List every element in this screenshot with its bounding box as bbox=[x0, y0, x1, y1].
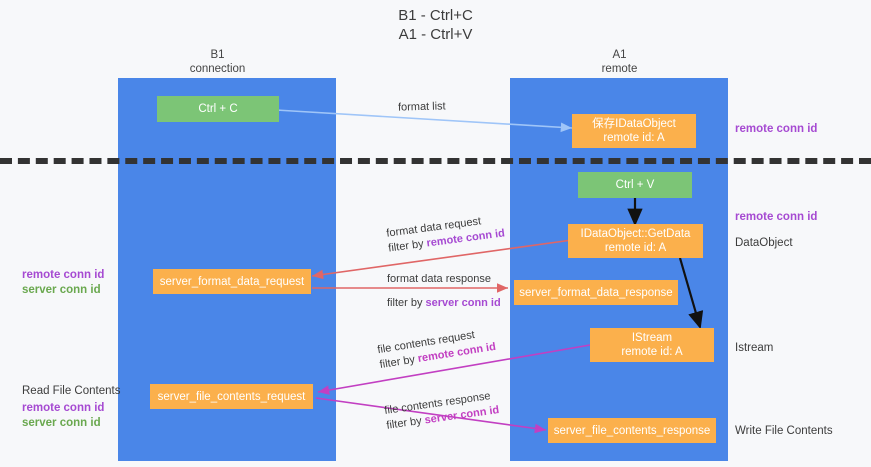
left-label-conn-ids-2: remote conn id server conn id bbox=[22, 401, 104, 431]
edge-label-format-list-text: format list bbox=[397, 100, 446, 114]
node-server-file-contents-response[interactable]: server_file_contents_response bbox=[548, 418, 716, 443]
left-label-remote-conn-id-2: remote conn id bbox=[22, 402, 105, 414]
left-label-conn-ids-1: remote conn id server conn id bbox=[22, 268, 104, 298]
left-label-server-conn-id-1: server conn id bbox=[22, 284, 101, 296]
lane-header-a1-sub: remote bbox=[601, 63, 638, 75]
title-line-2: A1 - Ctrl+V bbox=[398, 26, 473, 43]
edge-label-format-data-response-line2: filter by server conn id bbox=[387, 296, 501, 311]
node-server-format-data-response[interactable]: server_format_data_response bbox=[514, 280, 678, 305]
left-label-remote-conn-id-1: remote conn id bbox=[22, 269, 105, 281]
node-idataobject-getdata[interactable]: IDataObject::GetData remote id: A bbox=[568, 224, 703, 258]
right-label-write-file-contents: Write File Contents bbox=[735, 425, 833, 437]
node-save-idataobject-line1: 保存IDataObject bbox=[592, 118, 676, 130]
node-ctrl-v-label: Ctrl + V bbox=[615, 179, 655, 191]
lane-header-a1-name: A1 bbox=[612, 49, 627, 61]
right-label-remote-conn-id-mid: remote conn id bbox=[735, 211, 818, 223]
node-server-file-contents-response-label: server_file_contents_response bbox=[553, 424, 711, 437]
node-server-file-contents-request-label: server_file_contents_request bbox=[157, 390, 306, 403]
node-getdata-line2: remote id: A bbox=[604, 242, 667, 254]
lane-header-b1-sub: connection bbox=[189, 63, 246, 75]
left-label-read-file-contents-text: Read File Contents bbox=[22, 385, 121, 397]
edge-label-format-data-response-line1: format data response bbox=[387, 273, 491, 285]
node-server-format-data-request[interactable]: server_format_data_request bbox=[153, 269, 311, 294]
node-ctrl-c-label: Ctrl + C bbox=[198, 103, 238, 115]
node-ctrl-v[interactable]: Ctrl + V bbox=[578, 172, 692, 198]
node-istream[interactable]: IStream remote id: A bbox=[590, 328, 714, 362]
left-label-read-file-contents: Read File Contents bbox=[22, 384, 120, 399]
right-label-remote-conn-id-top: remote conn id bbox=[735, 123, 818, 135]
filter-by-prefix: filter by bbox=[387, 297, 426, 309]
filter-by-prefix: filter by bbox=[385, 414, 426, 432]
edge-label-format-list: format list bbox=[398, 99, 446, 115]
edge-label-file-contents-response: file contents response filter by server … bbox=[383, 388, 500, 434]
right-label-istream: Istream bbox=[735, 342, 774, 354]
node-istream-line2: remote id: A bbox=[621, 346, 683, 358]
node-server-format-data-response-label: server_format_data_response bbox=[519, 286, 673, 299]
node-save-idataobject[interactable]: 保存IDataObject remote id: A bbox=[572, 114, 696, 148]
lane-header-a1: A1 remote bbox=[552, 48, 687, 76]
edge-label-format-data-response: format data response filter by server co… bbox=[387, 272, 501, 311]
node-istream-line1: IStream bbox=[631, 332, 673, 344]
edge-label-format-data-request: format data request filter by remote con… bbox=[386, 211, 506, 256]
server-conn-id-key: server conn id bbox=[425, 297, 501, 309]
diagram-title: B1 - Ctrl+C A1 - Ctrl+V bbox=[0, 6, 871, 44]
node-server-file-contents-request[interactable]: server_file_contents_request bbox=[150, 384, 313, 409]
section-divider bbox=[0, 158, 871, 164]
node-getdata-line1: IDataObject::GetData bbox=[580, 228, 691, 240]
title-line-1: B1 - Ctrl+C bbox=[398, 7, 473, 24]
node-save-idataobject-line2: remote id: A bbox=[603, 132, 665, 144]
node-ctrl-c[interactable]: Ctrl + C bbox=[157, 96, 279, 122]
edge-label-file-contents-request: file contents request filter by remote c… bbox=[376, 325, 497, 373]
lane-header-b1: B1 connection bbox=[150, 48, 285, 76]
filter-by-prefix: filter by bbox=[387, 237, 428, 255]
right-label-dataobject: DataObject bbox=[735, 237, 793, 249]
node-server-format-data-request-label: server_format_data_request bbox=[159, 275, 305, 288]
lane-header-b1-name: B1 bbox=[210, 49, 225, 61]
left-label-server-conn-id-2: server conn id bbox=[22, 417, 101, 429]
